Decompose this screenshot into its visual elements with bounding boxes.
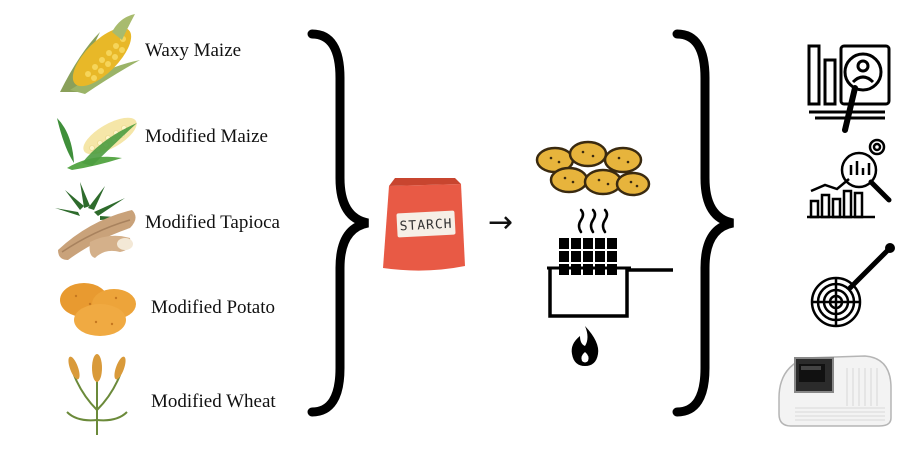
process-arrow: → — [488, 205, 514, 240]
potato-icon — [60, 283, 136, 336]
right-curly-brace — [672, 29, 735, 417]
source-label-modified-potato: Modified Potato — [151, 297, 276, 318]
left-curly-brace — [307, 29, 370, 417]
wheat-icon — [66, 354, 128, 435]
profile-analysis-icon — [807, 44, 891, 133]
cassava-icon — [55, 182, 136, 260]
fried-nuggets-icon — [535, 140, 651, 197]
source-label-modified-maize: Modified Maize — [145, 126, 268, 147]
source-label-modified-wheat: Modified Wheat — [151, 391, 276, 412]
corn-icon — [57, 117, 137, 170]
spectrophotometer-icon — [778, 355, 892, 427]
source-label-waxy-maize: Waxy Maize — [145, 40, 242, 61]
steam-icon — [577, 208, 609, 234]
source-label-modified-tapioca: Modified Tapioca — [145, 212, 280, 233]
data-analytics-icon — [807, 138, 892, 219]
flame-icon — [571, 326, 599, 366]
corn-cob-icon — [60, 14, 140, 94]
deep-fryer-icon — [547, 238, 673, 318]
starch-bag-label: STARCH — [399, 217, 453, 235]
texture-probe-icon — [810, 243, 895, 328]
starch-bag-icon: STARCH — [383, 178, 465, 271]
